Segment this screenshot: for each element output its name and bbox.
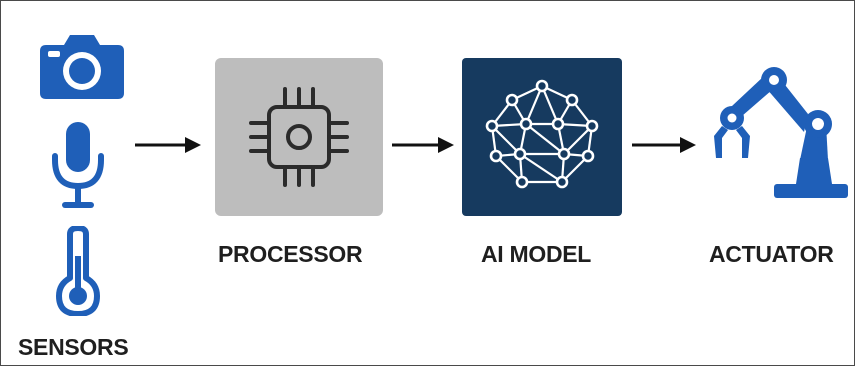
arrow-processor-to-ai-model [392,137,454,153]
robotic-arm-icon [714,67,848,198]
thermometer-icon [56,226,100,316]
ai-model-box [462,58,622,216]
ai-model-label: AI MODEL [481,241,592,267]
actuator-label: ACTUATOR [709,241,834,267]
processor-box [215,58,383,216]
microphone-icon [52,122,104,208]
camera-icon [40,35,124,99]
processor-label: PROCESSOR [218,241,363,267]
arrow-ai-model-to-actuator [632,137,696,153]
arrow-sensors-to-processor [135,137,201,153]
cpu-chip-icon [249,87,349,187]
sensors-label: SENSORS [18,334,129,360]
neural-network-icon [485,79,599,189]
